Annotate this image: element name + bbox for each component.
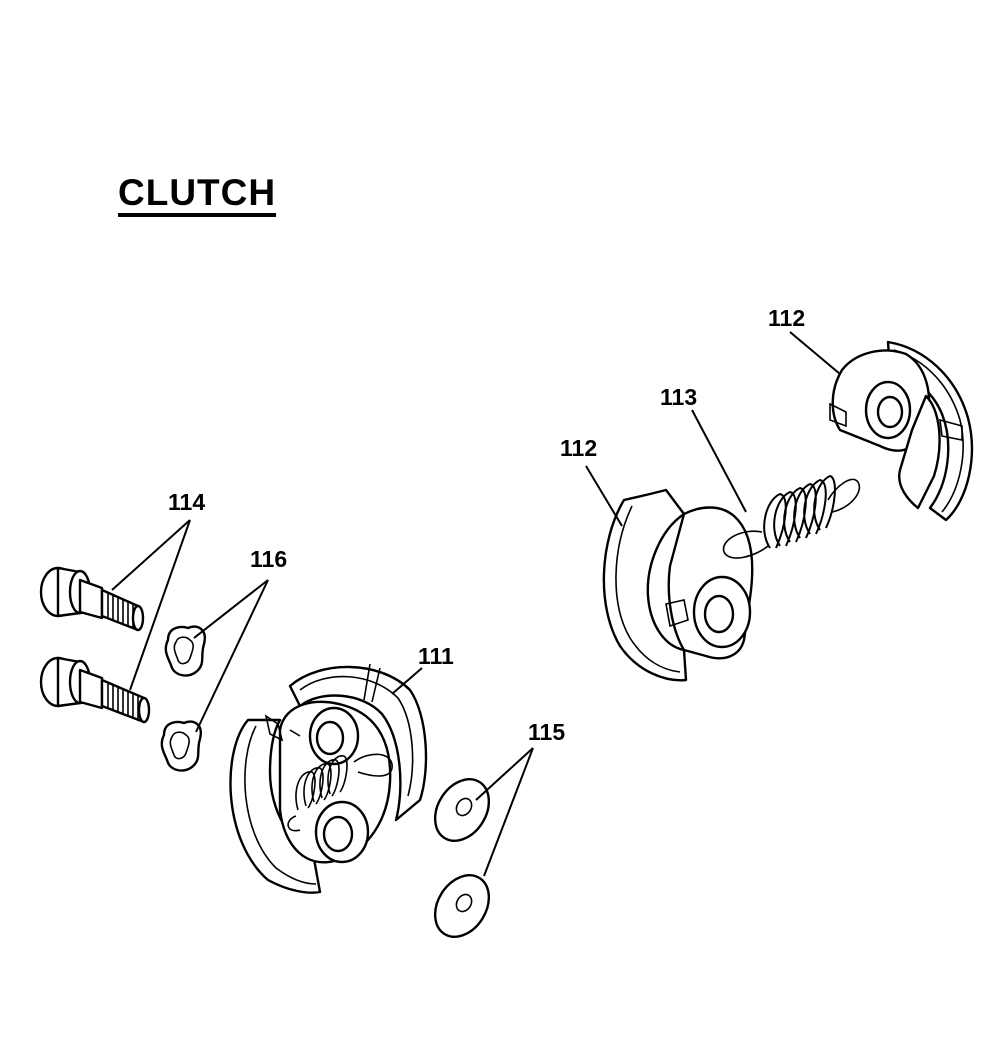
clutch-shoe-left [602,488,754,682]
leader-lines [111,331,841,877]
callout-114: 114 [168,489,205,515]
clutch-shoe-right [829,340,974,522]
shoulder-bolt-upper [39,566,145,632]
wavy-washer-lower [160,720,202,772]
flat-washer-upper [433,778,491,842]
clutch-assembly [229,663,428,894]
callout-112-left: 112 [560,435,597,461]
shoulder-bolt-lower [39,656,151,724]
callout-111: 111 [418,643,454,669]
callout-116: 116 [250,546,287,572]
callout-115: 115 [528,719,565,745]
wavy-washer-upper [164,625,206,677]
clutch-spring [722,474,861,559]
diagram-title: CLUTCH [118,172,277,213]
flat-washer-lower [433,874,491,938]
callout-113: 113 [660,384,697,410]
callout-112-right: 112 [768,305,805,331]
